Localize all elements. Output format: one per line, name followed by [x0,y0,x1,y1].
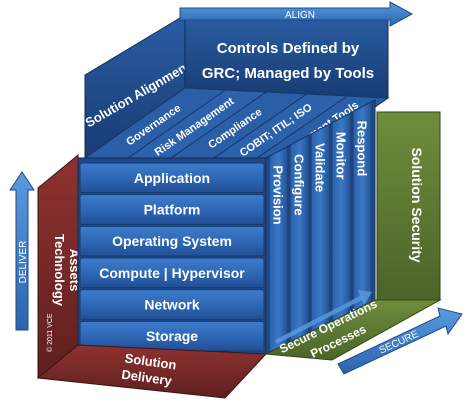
stack-layer-label: Application [134,170,210,186]
lifecycle-arrow [275,290,372,344]
solution-delivery-line2: Delivery [121,367,174,389]
stack-layer [79,257,265,289]
secure-operations-panel [264,299,442,361]
controls-title-line2: GRC; Managed by Tools [202,65,374,82]
stack-layer [79,162,265,194]
stack-layer-label: Operating System [112,233,232,249]
lifecycle-step-label: Configure [292,154,307,215]
secure-label: SECURE [378,329,421,357]
align-arrow [179,1,414,27]
lifecycle-step-label: Validate [313,143,328,192]
lifecycle-step-label: Provision [271,165,286,224]
deliver-arrow [9,171,35,331]
deliver-label: DELIVER [18,241,29,284]
stack-layer-label: Platform [144,202,201,218]
stack-layer [79,225,265,257]
copyright-label: © 2011 VCE [46,313,54,352]
stack-layer-label: Compute | Hypervisor [99,265,245,281]
stack-layer-label: Storage [146,328,198,344]
stack-layer-label: Network [144,297,199,313]
lifecycle-columns: Provision Configure Validate Monitor Respond [268,100,373,354]
solution-delivery-line1: Solution [124,350,178,372]
solution-security-panel [376,111,441,301]
controls-title-line1: Controls Defined by [217,40,360,57]
lifecycle-step-label: Monitor [334,132,349,180]
solution-security-label: Solution Security [409,147,425,262]
align-label: ALIGN [285,10,315,21]
lifecycle-step-label: Respond [355,121,370,177]
technology-assets-label-line1: Technology [52,234,67,307]
stack-layer [79,289,265,320]
secure-arrow [337,307,463,375]
stack-layer [79,194,265,225]
